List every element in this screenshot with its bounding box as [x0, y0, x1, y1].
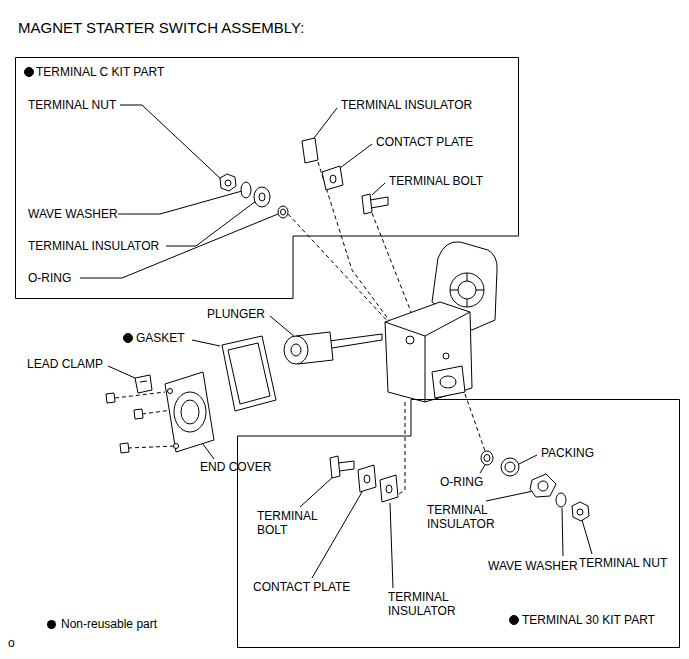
part-label: TERMINAL BOLT — [257, 509, 327, 537]
part-label: CONTACT PLATE — [253, 580, 350, 594]
assembly-line — [115, 162, 485, 494]
legend-entry: Non-reusable part — [47, 617, 157, 631]
part-label: GASKET — [136, 331, 185, 345]
leader-line — [80, 105, 592, 588]
part-label: TERMINAL INSULATOR — [427, 503, 522, 531]
part-label: TERMINAL NUT — [28, 98, 116, 112]
legend-swatch — [47, 620, 56, 629]
plunger — [284, 332, 382, 364]
kit-heading: TERMINAL C KIT PART — [36, 65, 164, 79]
part-label: END COVER — [200, 460, 271, 474]
gasket — [222, 336, 276, 411]
non-reusable-mark — [25, 68, 34, 77]
part-label: WAVE WASHER — [488, 559, 578, 573]
part-label: WAVE WASHER — [28, 207, 118, 221]
part-label: TERMINAL INSULATOR — [28, 239, 159, 253]
lead-clamp — [135, 375, 152, 393]
part-label: o — [8, 636, 15, 650]
part-label: PLUNGER — [207, 307, 265, 321]
part-label: LEAD CLAMP — [27, 357, 103, 371]
diagram-title: MAGNET STARTER SWITCH ASSEMBLY: — [18, 19, 304, 37]
screw — [106, 393, 143, 453]
legend-text: Non-reusable part — [61, 617, 157, 631]
kit-outline-shape — [16, 58, 519, 299]
switch-housing — [385, 242, 497, 402]
part-label: TERMINAL BOLT — [389, 174, 483, 188]
part-label: TERMINAL INSULATOR — [341, 98, 472, 112]
part-label: CONTACT PLATE — [376, 135, 473, 149]
part-label: O-RING — [440, 475, 483, 489]
kit-outline-shape — [238, 400, 680, 648]
part-label: O-RING — [28, 271, 71, 285]
part-label: TERMINAL INSULATOR — [388, 590, 483, 618]
part-label: TERMINAL NUT — [579, 556, 667, 570]
terminal-c-parts — [220, 138, 388, 218]
part-label: PACKING — [541, 446, 594, 460]
non-reusable-mark — [510, 616, 519, 625]
kit-heading: TERMINAL 30 KIT PART — [522, 613, 655, 627]
end-cover — [165, 372, 214, 452]
non-reusable-mark — [124, 334, 133, 343]
